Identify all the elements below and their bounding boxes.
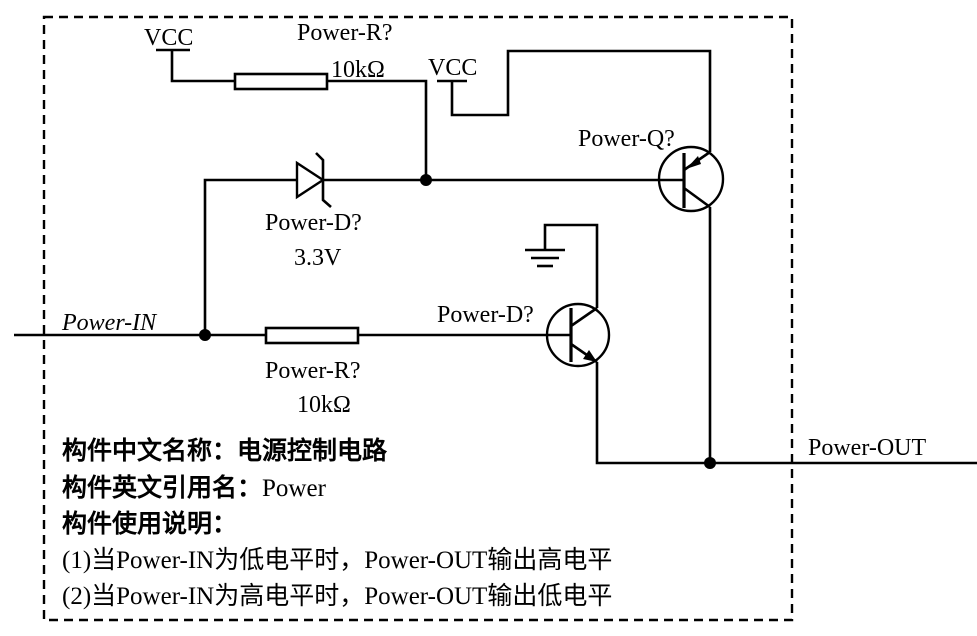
junction-dot-input — [199, 329, 211, 341]
resistor-top — [233, 72, 329, 91]
transistor-q2-name: Power-D? — [437, 302, 534, 328]
desc-english-name: 构件英文引用名：Power — [62, 473, 327, 502]
vcc-right-label: VCC — [428, 55, 477, 81]
transistor-q1-name: Power-Q? — [578, 126, 675, 152]
wire-output — [595, 362, 977, 465]
transistor-q1-pnp — [657, 145, 725, 213]
output-label: Power-OUT — [808, 435, 927, 461]
transistor-q2-npn — [545, 302, 611, 368]
resistor-top-value: 10kΩ — [331, 57, 385, 83]
resistor-bottom-name: Power-R? — [265, 358, 361, 384]
vcc-right-symbol — [437, 49, 712, 152]
zener-diode-name: Power-D? — [265, 210, 362, 236]
desc-usage-heading: 构件使用说明： — [62, 509, 237, 538]
zener-diode — [295, 152, 332, 208]
junction-dot-top — [420, 174, 432, 186]
junction-dot-output — [704, 457, 716, 469]
desc-usage-2: (2)当Power-IN为高电平时，Power-OUT输出低电平 — [62, 582, 612, 610]
desc-chinese-name: 构件中文名称：电源控制电路 — [62, 436, 388, 465]
zener-diode-value: 3.3V — [294, 245, 342, 271]
ground-symbol — [525, 223, 599, 308]
wire-input-to-zener — [203, 178, 297, 335]
vcc-left-symbol — [156, 48, 235, 83]
wire-r-top-to-node — [327, 79, 428, 180]
input-label: Power-IN — [61, 310, 158, 336]
resistor-bottom — [264, 326, 360, 345]
resistor-top-name: Power-R? — [297, 20, 393, 46]
vcc-left-label: VCC — [144, 25, 193, 51]
resistor-bottom-value: 10kΩ — [297, 392, 351, 418]
desc-usage-1: (1)当Power-IN为低电平时，Power-OUT输出高电平 — [62, 546, 612, 574]
component-boundary — [42, 15, 794, 622]
